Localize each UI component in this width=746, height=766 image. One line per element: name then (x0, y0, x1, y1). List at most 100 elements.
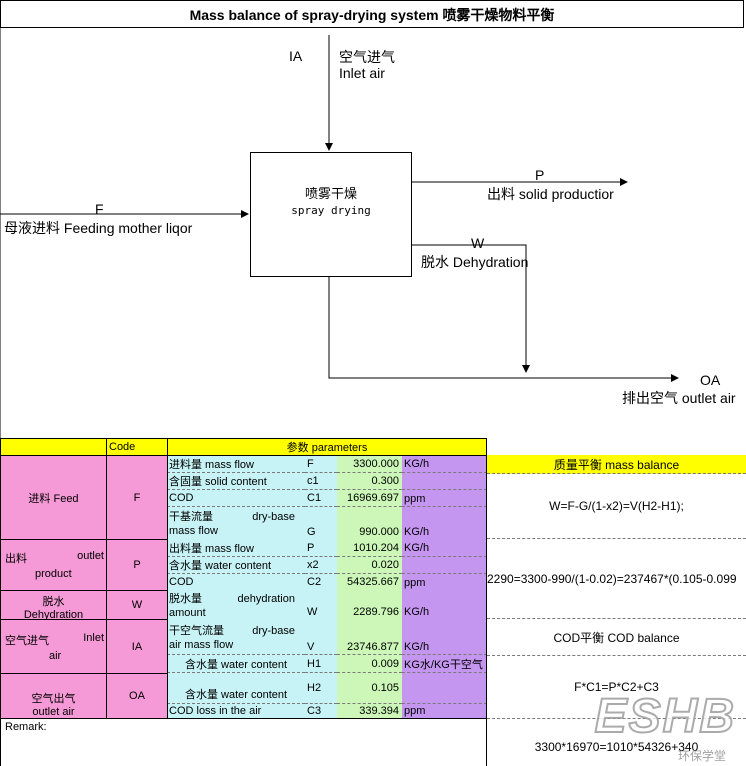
param-label: 含固量 solid content (167, 473, 305, 490)
param-label-en2: amount (169, 606, 206, 619)
group-outlet-cn: 出料 (5, 553, 27, 565)
ia-code: IA (289, 48, 303, 64)
header-params: 参数 parameters (167, 438, 487, 456)
p-code: P (535, 167, 545, 183)
param-symbol: P (305, 539, 337, 557)
group-feed-code: F (106, 455, 168, 540)
param-label-en: dehydration (237, 592, 296, 605)
param-label-cn: 干基流量 (169, 511, 213, 523)
header-blank (0, 438, 107, 456)
group-outair-cn: 空气出气 (31, 693, 76, 705)
f-label: 母液进料 Feeding mother liqor (4, 220, 193, 236)
param-unit (402, 473, 487, 490)
param-value: 0.020 (337, 557, 402, 574)
param-unit: KG/h (402, 619, 487, 655)
cod-balance-formula: F*C1=P*C2+C3 (487, 656, 746, 719)
param-value: 0.300 (337, 473, 402, 490)
group-dehyd-code: W (106, 590, 168, 620)
param-label: COD (167, 574, 305, 591)
flow-diagram (0, 28, 679, 438)
param-label-en: dry-base (252, 511, 295, 523)
oa-label: 排出空气 outlet air (622, 390, 736, 406)
param-unit: ppm (402, 574, 487, 591)
oa-code: OA (700, 372, 721, 388)
param-label-en2: air mass flow (169, 638, 234, 651)
param-unit: KG/h (402, 539, 487, 557)
group-inlet: 空气进气 Inlet air (0, 619, 107, 674)
param-value: 0.009 (337, 655, 402, 673)
center-label-cn: 喷雾干燥 (304, 186, 357, 201)
param-unit: KG/h (402, 590, 487, 620)
param-value: 2289.796 (337, 590, 402, 620)
group-dehydration: 脱水 Dehydration (0, 590, 107, 620)
param-symbol: C3 (305, 704, 337, 719)
param-label: 含水量 water content (167, 673, 305, 704)
param-unit: KG/h (402, 507, 487, 540)
param-value: 1010.204 (337, 539, 402, 557)
param-value: 3300.000 (337, 455, 402, 473)
group-outair-code: OA (106, 673, 168, 719)
param-unit: KG/h (402, 455, 487, 473)
param-label: 干基流量 dry-base mass flow (167, 507, 305, 540)
param-symbol: W (305, 590, 337, 620)
param-label: COD loss in the air (167, 704, 305, 719)
param-value: 0.105 (337, 673, 402, 704)
group-outlet-en: outlet (77, 550, 104, 562)
header-code: Code (106, 438, 168, 456)
param-label-en: dry-base (252, 624, 295, 637)
page-title: Mass balance of spray-drying system 喷雾干燥… (0, 0, 744, 28)
param-symbol: x2 (305, 557, 337, 574)
group-outlet-code: P (106, 539, 168, 591)
param-symbol: F (305, 455, 337, 473)
param-unit: KG水/KG干空气 (402, 655, 487, 673)
group-outair-en: outlet air (32, 706, 75, 718)
param-label: 出料量 mass flow (167, 539, 305, 557)
w-label: 脱水 Dehydration (421, 254, 529, 270)
watermark-logo: ESHB (594, 689, 736, 744)
group-dehyd-cn: 脱水 (42, 596, 65, 608)
watermark-sub: 环保学堂 (677, 749, 726, 763)
remark: Remark: (0, 719, 487, 766)
param-symbol: H1 (305, 655, 337, 673)
param-symbol: V (305, 619, 337, 655)
outlet-air-arrow (328, 277, 679, 382)
param-symbol: G (305, 507, 337, 540)
balance-panel (486, 438, 746, 766)
param-unit (402, 673, 487, 704)
dehydration-arrow (412, 244, 530, 373)
param-label: 进料量 mass flow (167, 455, 305, 473)
mass-balance-formula: W=F-G/(1-x2)=V(H2-H1); (487, 474, 746, 539)
cod-balance-title: COD平衡 COD balance (487, 619, 746, 656)
center-label-en: spray drying (291, 204, 371, 217)
param-label: 干空气流量 dry-base air mass flow (167, 619, 305, 655)
param-label-cn: 干空气流量 (169, 624, 224, 637)
p-label: 出料 solid productior (487, 186, 614, 202)
group-inlet-en: Inlet (83, 632, 104, 644)
cod-balance-calc: 3300*16970=1010*54326+340 (534, 739, 699, 754)
param-label-en2: mass flow (169, 525, 218, 537)
param-symbol: C1 (305, 490, 337, 507)
param-value: 23746.877 (337, 619, 402, 655)
param-value: 990.000 (337, 507, 402, 540)
param-unit: ppm (402, 490, 487, 507)
param-symbol: H2 (305, 673, 337, 704)
param-label-cn: 脱水量 (169, 592, 202, 605)
group-inlet-code: IA (106, 619, 168, 674)
param-symbol: C2 (305, 574, 337, 591)
param-label: COD (167, 490, 305, 507)
f-code: F (95, 201, 104, 217)
w-code: W (471, 235, 485, 251)
param-label: 含水量 water content (167, 655, 305, 673)
param-unit (402, 557, 487, 574)
group-feed: 进料 Feed (0, 455, 107, 540)
param-symbol: c1 (305, 473, 337, 490)
param-unit: ppm (402, 704, 487, 719)
group-dehyd-en: Dehydration (23, 609, 84, 620)
group-outlet-air: 空气出气 outlet air (0, 673, 107, 719)
param-value: 339.394 (337, 704, 402, 719)
param-label: 脱水量 dehydration amount (167, 590, 305, 620)
group-inlet-en2: air (49, 650, 62, 662)
param-value: 16969.697 (337, 490, 402, 507)
group-outlet-en2: product (35, 568, 72, 580)
group-inlet-cn: 空气进气 (5, 635, 49, 647)
